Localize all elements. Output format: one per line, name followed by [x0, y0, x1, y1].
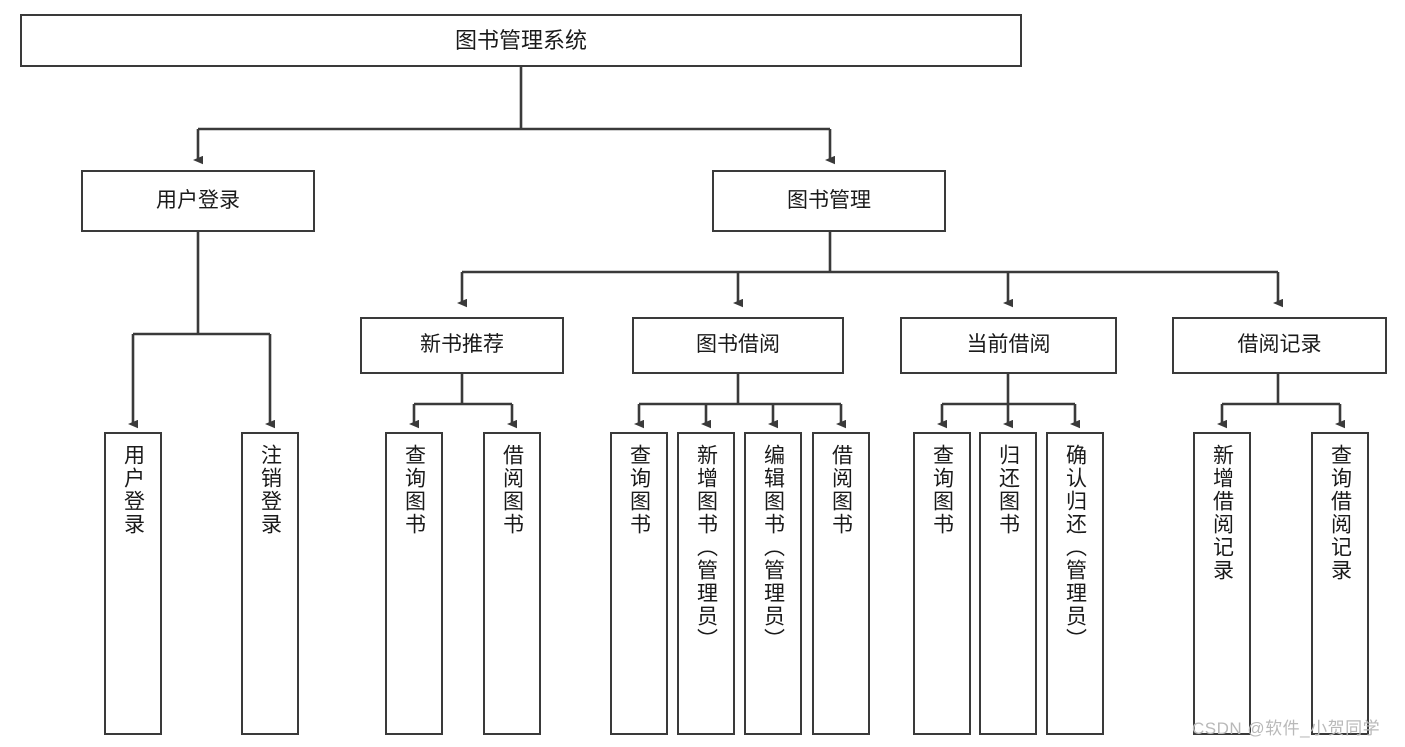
- node-label: 新增图书（管理员）: [694, 444, 718, 651]
- leaf-confirm-return-admin[interactable]: 确认归还（管理员）: [1046, 432, 1104, 735]
- node-label: 归还图书: [996, 444, 1020, 536]
- leaf-user-login[interactable]: 用户登录: [104, 432, 162, 735]
- node-label: 新书推荐: [420, 333, 504, 357]
- node-label: 图书管理: [787, 188, 871, 212]
- leaf-return-book[interactable]: 归还图书: [979, 432, 1037, 735]
- node-label: 查询借阅记录: [1328, 444, 1352, 582]
- leaf-borrow-book-new-rec[interactable]: 借阅图书: [483, 432, 541, 735]
- node-label: 借阅记录: [1237, 333, 1322, 357]
- node-label: 查询图书: [930, 444, 954, 536]
- node-user-login[interactable]: 用户登录: [81, 170, 315, 232]
- node-label: 图书管理系统: [454, 27, 587, 53]
- node-label: 查询图书: [627, 444, 651, 536]
- leaf-logout-login[interactable]: 注销登录: [241, 432, 299, 735]
- node-borrow-record[interactable]: 借阅记录: [1172, 317, 1387, 374]
- leaf-add-book-admin[interactable]: 新增图书（管理员）: [677, 432, 735, 735]
- leaf-query-book-new-rec[interactable]: 查询图书: [385, 432, 443, 735]
- node-label: 编辑图书（管理员）: [761, 444, 785, 651]
- csdn-watermark: CSDN @软件_小贺同学: [1192, 719, 1381, 738]
- leaf-edit-book-admin[interactable]: 编辑图书（管理员）: [744, 432, 802, 735]
- node-label: 确认归还（管理员）: [1063, 444, 1087, 651]
- leaf-borrow-book-borrow[interactable]: 借阅图书: [812, 432, 870, 735]
- node-label: 用户登录: [156, 188, 240, 212]
- node-label: 借阅图书: [500, 444, 524, 536]
- leaf-query-book-borrow[interactable]: 查询图书: [610, 432, 668, 735]
- node-label: 当前借阅: [966, 333, 1051, 357]
- node-current-borrow[interactable]: 当前借阅: [900, 317, 1117, 374]
- node-label: 图书借阅: [696, 333, 780, 357]
- node-label: 注销登录: [258, 444, 282, 536]
- node-label: 查询图书: [402, 444, 426, 536]
- node-book-manage[interactable]: 图书管理: [712, 170, 946, 232]
- leaf-query-borrow-record[interactable]: 查询借阅记录: [1311, 432, 1369, 735]
- node-label: 新增借阅记录: [1210, 444, 1234, 582]
- node-book-borrow[interactable]: 图书借阅: [632, 317, 844, 374]
- node-label: 借阅图书: [829, 444, 853, 536]
- node-new-book-rec[interactable]: 新书推荐: [360, 317, 564, 374]
- node-root-system[interactable]: 图书管理系统: [20, 14, 1022, 67]
- leaf-add-borrow-record[interactable]: 新增借阅记录: [1193, 432, 1251, 735]
- node-label: 用户登录: [121, 444, 145, 536]
- leaf-query-book-current[interactable]: 查询图书: [913, 432, 971, 735]
